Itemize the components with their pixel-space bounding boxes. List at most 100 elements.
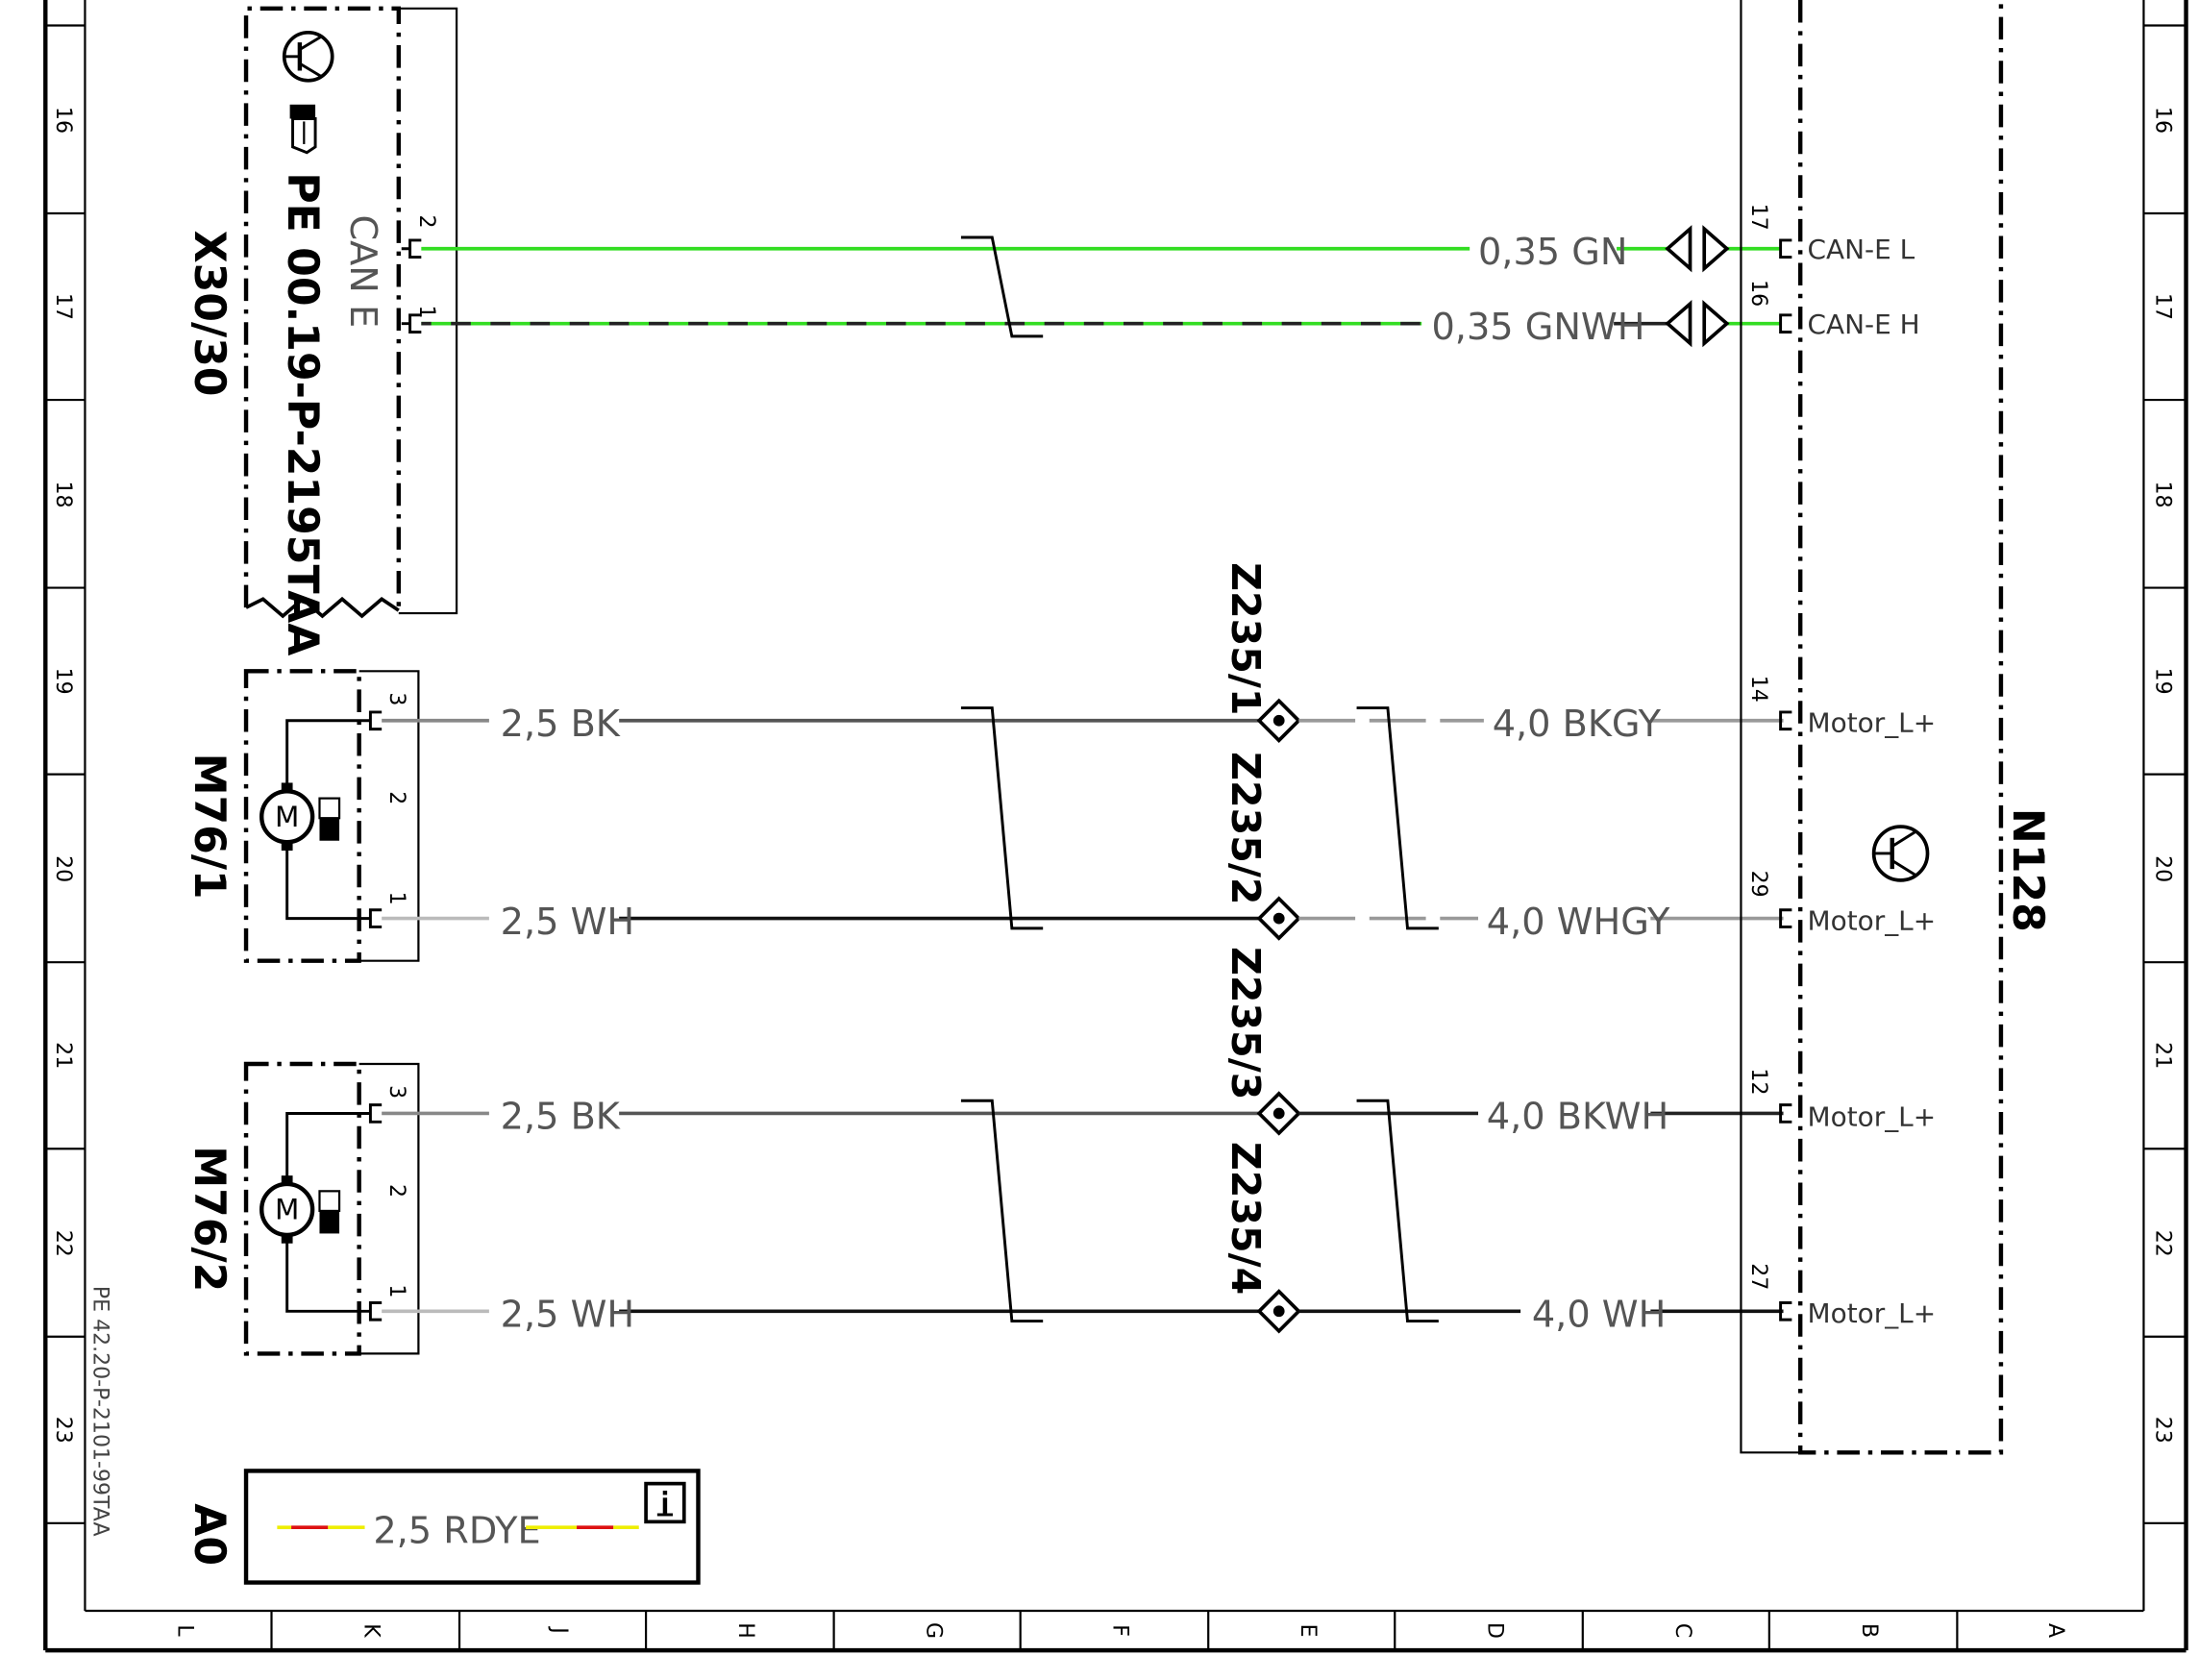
motor-icon: M [259, 782, 315, 852]
splice-id[interactable]: Z235/3 [1223, 947, 1269, 1099]
document-reference[interactable]: PE 42.20-P-2101-99TAA [87, 1286, 111, 1537]
row-tick: 17 [51, 293, 75, 320]
pin-number: 3 [384, 692, 408, 705]
wire-n128-pin14[interactable]: 4,0 BKGY [1298, 704, 1784, 746]
n128-pin-14[interactable]: 14 Motor_L+ [1746, 676, 1936, 739]
switch-icon [318, 797, 341, 841]
splice-id[interactable]: Z235/4 [1223, 1142, 1269, 1295]
splice-z235-1[interactable]: Z235/1 [1223, 562, 1301, 743]
column-tick: L [172, 1624, 196, 1637]
row-tick: 18 [2151, 482, 2175, 508]
n128-pin-12[interactable]: 12 Motor_L+ [1746, 1068, 1936, 1132]
transistor-icon [1871, 825, 1930, 882]
column-tick: G [922, 1622, 946, 1639]
row-tick: 19 [51, 668, 75, 695]
control-unit-n128[interactable]: N128 17 CAN-E L 16 CAN-E H 14 Motor_L+ 2… [1740, 0, 2052, 1455]
motor-m76-1[interactable]: M M76/1 3 2 1 [185, 669, 420, 963]
wire-label: 2,5 BK [501, 1097, 621, 1139]
connector-x30-30[interactable]: PE 00.19-P-2195TAA X30/30 CAN E 2 1 [185, 6, 458, 656]
column-labels: L K J H G F E D C B A [172, 1622, 2066, 1639]
row-tick: 22 [2151, 1230, 2175, 1257]
motor-icon: M [259, 1175, 315, 1244]
component-id[interactable]: M76/2 [185, 1146, 234, 1292]
wire-label: 0,35 GN [1478, 232, 1627, 274]
splice-id[interactable]: Z235/2 [1223, 752, 1269, 904]
row-tick: 22 [51, 1230, 75, 1257]
pin-label: CAN-E L [1808, 234, 1915, 265]
row-tick: 21 [2151, 1042, 2175, 1069]
n128-pin-16[interactable]: 16 CAN-E H [1746, 280, 1919, 340]
motor-m76-2[interactable]: M M76/2 3 2 1 [185, 1061, 420, 1356]
pin-number: 1 [414, 306, 438, 319]
wire-m76-2-pin3[interactable]: 2,5 BK [382, 1097, 1267, 1139]
row-tick: 21 [51, 1042, 75, 1069]
pin-number: 2 [384, 791, 408, 804]
column-divider-lines [270, 1610, 1959, 1651]
row-tick: 23 [2151, 1417, 2175, 1444]
wire-label: 4,0 WH [1532, 1294, 1666, 1336]
row-tick: 17 [2151, 293, 2175, 320]
pin-number: 27 [1746, 1263, 1770, 1290]
component-id[interactable]: M76/1 [185, 754, 234, 900]
svg-text:M: M [275, 1194, 299, 1226]
row-labels-right: 16 17 18 19 20 21 22 23 [2151, 107, 2175, 1444]
n128-pin-29[interactable]: 29 Motor_L+ [1746, 871, 1936, 937]
wire-n128-pin29[interactable]: 4,0 WHGY [1298, 902, 1784, 944]
wire-break-marks-right [1356, 706, 1439, 1323]
column-tick: E [1296, 1624, 1320, 1638]
wire-break-marks-left [960, 706, 1044, 1323]
wire-m76-1-pin1[interactable]: 2,5 WH [382, 902, 1267, 944]
splice-z235-2[interactable]: Z235/2 [1223, 752, 1301, 941]
wire-m76-2-pin1[interactable]: 2,5 WH [382, 1294, 1267, 1336]
info-icon[interactable] [644, 1481, 686, 1524]
splice-id[interactable]: Z235/1 [1223, 562, 1269, 715]
pin-number: 3 [384, 1085, 408, 1099]
wire-label: 4,0 BKWH [1487, 1097, 1668, 1139]
row-tick: 19 [2151, 668, 2175, 695]
wire-n128-pin12[interactable]: 4,0 BKWH [1298, 1097, 1784, 1139]
can-h-wire[interactable]: 0,35 GNWH [421, 307, 1781, 349]
can-connector-arrows [1665, 225, 1730, 348]
n128-pin-27[interactable]: 27 Motor_L+ [1746, 1263, 1936, 1329]
drawing-frame [43, 0, 2188, 1653]
pin-number: 1 [384, 892, 408, 905]
wire-label: 2,5 WH [501, 902, 634, 944]
n128-pin-17[interactable]: 17 CAN-E L [1746, 204, 1915, 265]
component-id[interactable]: N128 [2003, 808, 2052, 932]
row-tick: 18 [51, 482, 75, 508]
column-tick: F [1108, 1624, 1132, 1637]
row-tick: 20 [2151, 855, 2175, 882]
connector-id[interactable]: X30/30 [185, 231, 234, 397]
column-tick: C [1670, 1623, 1694, 1638]
column-tick: B [1857, 1623, 1881, 1638]
column-tick: K [359, 1623, 383, 1638]
switch-icon [318, 1190, 341, 1234]
row-tick: 20 [51, 855, 75, 882]
wire-break-mark [960, 235, 1044, 338]
pin-number: 12 [1746, 1068, 1770, 1095]
pin-label: Motor_L+ [1808, 1101, 1937, 1133]
can-l-wire[interactable]: 0,35 GN [421, 232, 1781, 274]
pin-number: 29 [1746, 871, 1770, 898]
pin-number: 17 [1746, 204, 1770, 231]
row-tick: 16 [2151, 107, 2175, 134]
column-tick: A [2043, 1623, 2067, 1638]
wire-label: 4,0 WHGY [1487, 902, 1670, 944]
wire-n128-pin27[interactable]: 4,0 WH [1298, 1294, 1784, 1336]
wire-m76-1-pin3[interactable]: 2,5 BK [382, 704, 1267, 746]
wire-label: 4,0 BKGY [1493, 704, 1662, 746]
splice-z235-3[interactable]: Z235/3 [1223, 947, 1301, 1136]
splice-z235-4[interactable]: Z235/4 [1223, 1142, 1301, 1334]
bus-label: CAN E [341, 214, 383, 328]
column-tick: J [547, 1625, 571, 1634]
legend-a0[interactable]: A0 2,5 RDYE [185, 1469, 701, 1585]
legend-wire-label: 2,5 RDYE [373, 1510, 540, 1552]
pin-label: Motor_L+ [1808, 904, 1937, 936]
row-divider-lines [45, 24, 2187, 1524]
column-tick: H [733, 1622, 757, 1639]
pin-number: 2 [384, 1184, 408, 1198]
pin-number: 2 [414, 214, 438, 228]
connector-reference[interactable]: PE 00.19-P-2195TAA [278, 172, 327, 655]
legend-id: A0 [185, 1503, 234, 1566]
